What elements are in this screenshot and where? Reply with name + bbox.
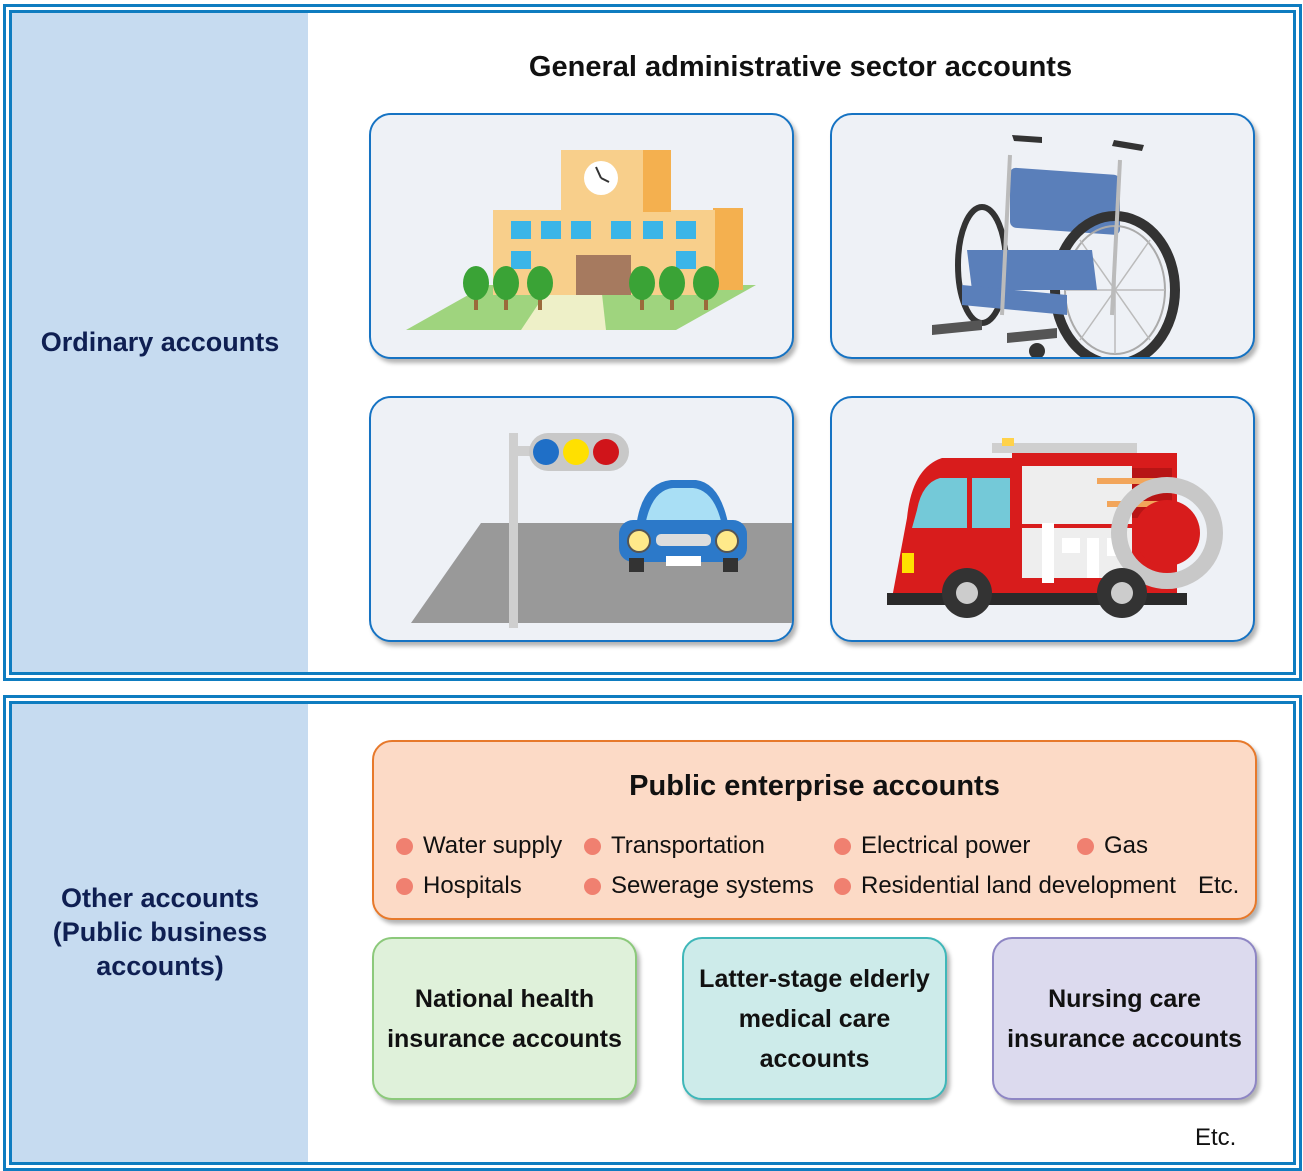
school-card xyxy=(369,113,794,359)
wheelchair-icon xyxy=(932,135,1180,357)
other-accounts-label: Other accounts (Public business accounts… xyxy=(12,704,308,1162)
ordinary-accounts-section: Ordinary accounts General administrative… xyxy=(3,4,1302,681)
list-item: Residential land development xyxy=(834,872,1176,900)
list-item: Sewerage systems xyxy=(584,872,814,900)
national-health-insurance-box: National health insurance accounts xyxy=(372,937,637,1100)
bullet-icon xyxy=(834,877,851,895)
public-enterprise-box: Public enterprise accounts Water supply … xyxy=(372,740,1257,920)
list-item: Gas xyxy=(1077,832,1148,860)
traffic-card xyxy=(369,396,794,642)
list-item: Hospitals xyxy=(396,872,522,900)
bullet-icon xyxy=(396,837,413,855)
bullet-icon xyxy=(834,837,851,855)
bullet-icon xyxy=(1077,837,1094,855)
latter-stage-elderly-box: Latter-stage elderly medical care accoun… xyxy=(682,937,947,1100)
other-accounts-section: Other accounts (Public business accounts… xyxy=(3,695,1302,1171)
school-building-icon xyxy=(406,150,756,330)
public-enterprise-title: Public enterprise accounts xyxy=(629,770,1000,802)
nursing-care-insurance-box: Nursing care insurance accounts xyxy=(992,937,1257,1100)
wheelchair-card xyxy=(830,113,1255,359)
fire-engine-card xyxy=(830,396,1255,642)
other-accounts-etc: Etc. xyxy=(1195,1124,1237,1151)
bullet-icon xyxy=(396,877,413,895)
list-item: Water supply xyxy=(396,832,562,860)
public-enterprise-etc: Etc. xyxy=(1198,872,1240,899)
fire-engine-icon xyxy=(887,438,1223,618)
bullet-icon xyxy=(584,837,601,855)
bullet-icon xyxy=(584,877,601,895)
list-item: Electrical power xyxy=(834,832,1030,860)
ordinary-accounts-label: Ordinary accounts xyxy=(12,13,308,672)
list-item: Transportation xyxy=(584,832,765,860)
general-administrative-heading: General administrative sector accounts xyxy=(528,51,1073,83)
traffic-signal-car-icon xyxy=(411,433,792,628)
